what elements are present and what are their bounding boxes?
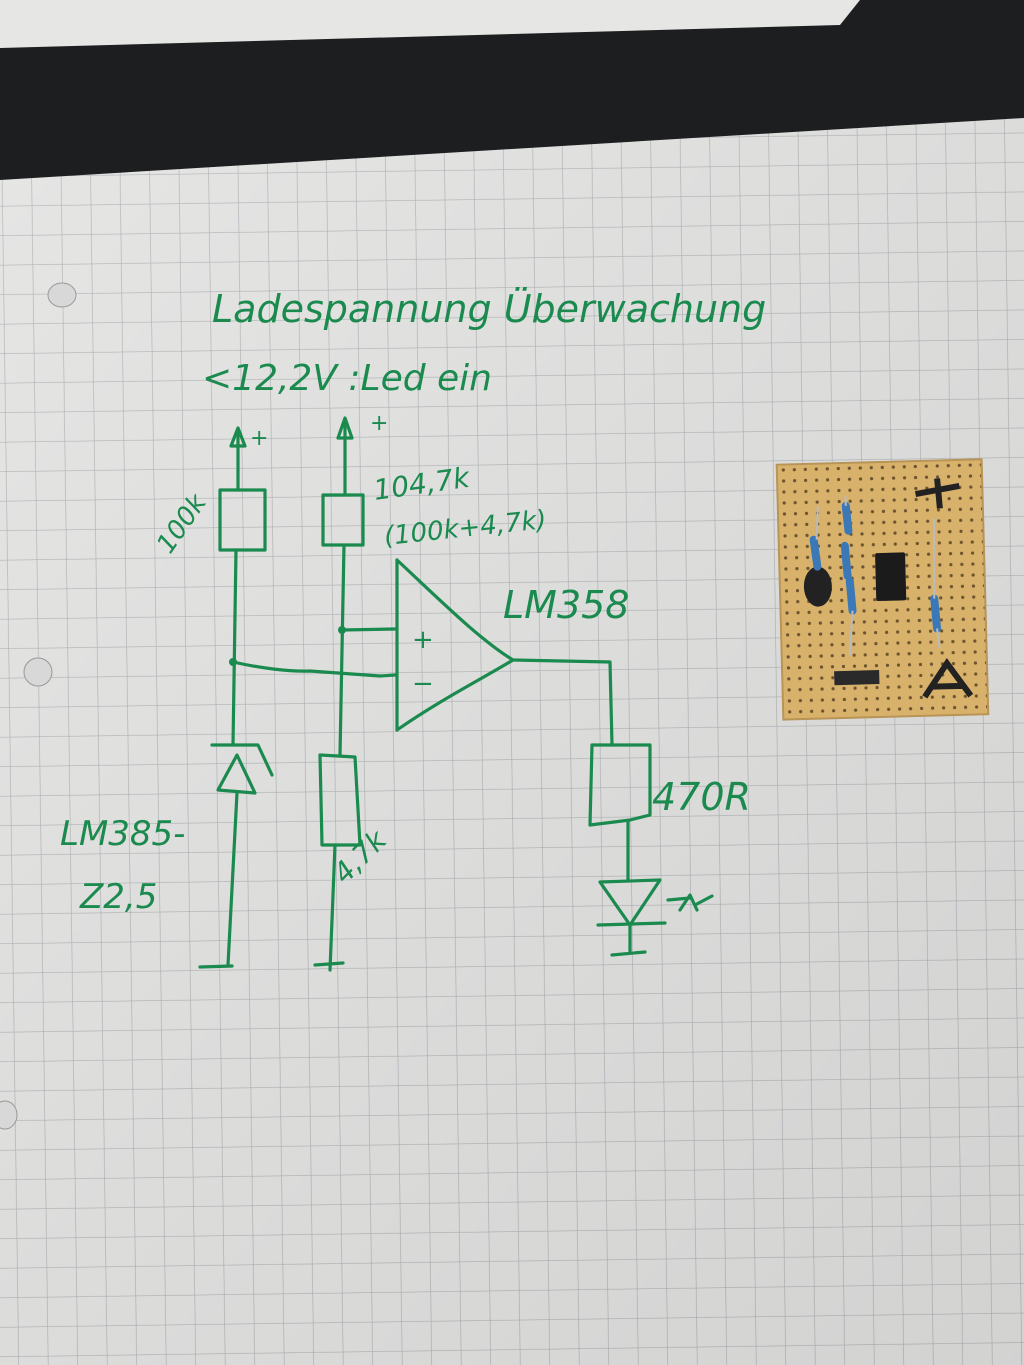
middle-branch-wire bbox=[313, 416, 397, 972]
opamp-lm358 bbox=[395, 558, 614, 747]
label-lm358: LM358 bbox=[503, 583, 630, 627]
label-470r: 470R bbox=[652, 775, 751, 819]
ic-chip bbox=[875, 552, 907, 602]
opamp-plus-input: + bbox=[412, 625, 434, 655]
perfboard-photo bbox=[775, 458, 990, 721]
label-lm385: LM385- bbox=[60, 814, 185, 854]
subtitle: <12,2V :Led ein bbox=[202, 358, 492, 399]
resistor-100k bbox=[218, 488, 267, 552]
resistor-470r bbox=[588, 743, 652, 827]
label-z25: Z2,5 bbox=[79, 877, 157, 917]
zener-cathode bbox=[210, 743, 274, 777]
led-symbol bbox=[598, 878, 662, 927]
output-branch-wire bbox=[588, 743, 714, 957]
resistor-4k7 bbox=[318, 753, 362, 847]
resistors bbox=[809, 501, 942, 633]
transistor bbox=[803, 566, 832, 607]
left-branch-wire bbox=[198, 426, 397, 969]
plus-label-left: + bbox=[250, 426, 268, 451]
punch-holes bbox=[0, 282, 77, 1130]
opamp-minus-input: − bbox=[412, 669, 434, 699]
title: Ladespannung Überwachung bbox=[212, 287, 766, 331]
plus-label-mid: + bbox=[370, 411, 388, 436]
paper-sheet-behind bbox=[0, 0, 860, 48]
led-light-arrows-icon bbox=[666, 893, 714, 912]
